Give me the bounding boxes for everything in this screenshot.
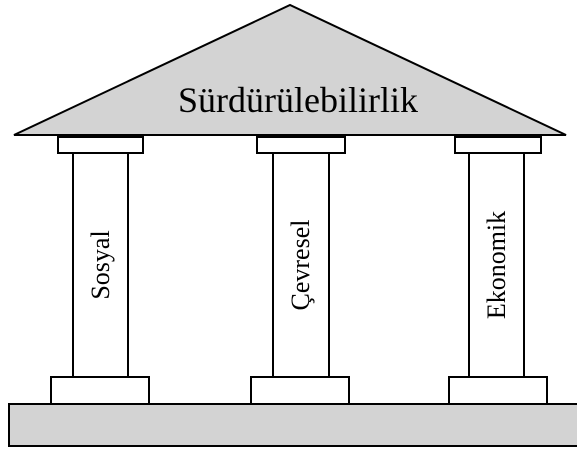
pillar-plinth [50,376,150,405]
pillar-capital [454,136,542,154]
pillar-label: Çevresel [286,220,315,311]
pillar-capital [57,136,144,154]
pillar-sosyal: Sosyal [50,136,150,405]
roof-label: Sürdürülebilirlik [178,80,418,120]
pillar-shaft [468,152,525,378]
pillar-label: Sosyal [86,230,115,299]
roof-pediment [13,3,567,136]
pillar-ekonomik: Ekonomik [448,136,548,405]
pillar-cevresel: Çevresel [250,136,350,405]
pillar-label: Ekonomik [482,211,511,319]
pillar-capital [256,136,346,154]
pillar-plinth [250,376,350,405]
pillar-shaft [272,152,330,378]
pillar-plinth [448,376,548,405]
pillar-shaft [72,152,129,378]
temple-base [8,403,577,447]
